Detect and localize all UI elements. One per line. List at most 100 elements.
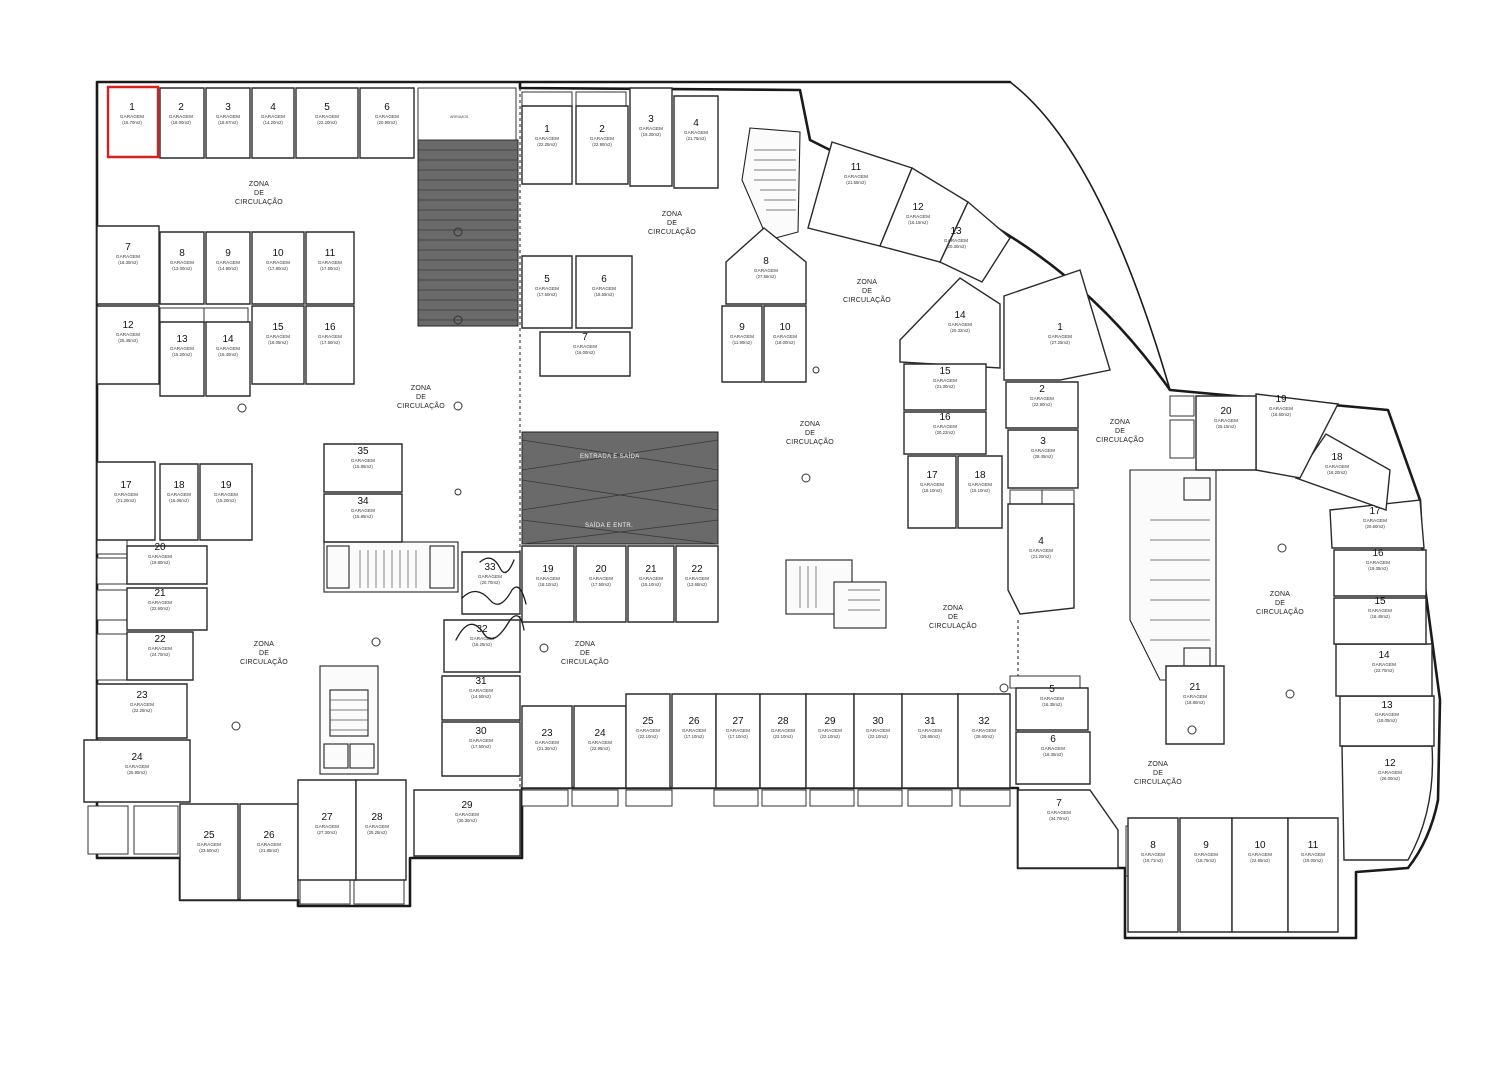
parking-spot-outline[interactable] [1127, 817, 1179, 933]
parking-spot-outline[interactable] [1231, 817, 1289, 933]
parking-spot-outline[interactable] [159, 87, 205, 159]
parking-spot-outline[interactable] [625, 693, 671, 789]
parking-spot-outline[interactable] [1015, 731, 1091, 785]
parking-spot-outline[interactable] [251, 305, 305, 385]
parking-spot-outline[interactable] [1007, 503, 1075, 615]
parking-spot-outline[interactable] [671, 693, 717, 789]
parking-spot-outline[interactable] [903, 411, 987, 455]
parking-spot-outline[interactable] [441, 675, 521, 721]
parking-spot-outline[interactable] [1179, 817, 1233, 933]
parking-spot-outline[interactable] [805, 693, 855, 789]
parking-spot-outline[interactable] [159, 463, 199, 541]
parking-spot-outline[interactable] [96, 683, 188, 739]
parking-spot-outline[interactable] [521, 255, 573, 329]
parking-spot-outline[interactable] [179, 803, 239, 901]
parking-spot-outline[interactable] [673, 95, 719, 189]
parking-spot-outline[interactable] [126, 631, 194, 681]
parking-spot-outline[interactable] [159, 231, 205, 305]
parking-spot-outline[interactable] [715, 693, 761, 789]
parking-spot-outline[interactable] [323, 493, 403, 543]
parking-spot-outline[interactable] [1165, 665, 1225, 745]
parking-spot-outline[interactable] [539, 331, 631, 377]
parking-spot-outline[interactable] [1287, 817, 1339, 933]
parking-spot-outline[interactable] [939, 200, 1011, 283]
parking-spot-outline[interactable] [1003, 269, 1111, 381]
parking-spot-outline[interactable] [575, 545, 627, 623]
parking-spot-outline[interactable] [83, 739, 191, 803]
parking-spot-outline[interactable] [899, 277, 1001, 369]
parking-spot-outline[interactable] [1017, 789, 1119, 869]
parking-spot-outline[interactable] [627, 545, 675, 623]
parking-spot-outline[interactable] [901, 693, 959, 789]
parking-spot-outline[interactable] [126, 587, 208, 631]
parking-spot-outline[interactable] [359, 87, 415, 159]
parking-spot-outline[interactable] [126, 545, 208, 585]
parking-spot-outline[interactable] [575, 105, 629, 185]
parking-spot-outline[interactable] [96, 461, 156, 541]
parking-spot-outline[interactable] [1333, 597, 1427, 645]
parking-spot-outline[interactable] [441, 721, 521, 777]
parking-spot-outline[interactable] [903, 363, 987, 411]
parking-spot-outline[interactable] [323, 443, 403, 493]
parking-spot-outline[interactable] [251, 231, 305, 305]
parking-spot-outline[interactable] [1007, 429, 1079, 489]
parking-spot-outline[interactable] [413, 789, 521, 857]
parking-spot-outline[interactable] [521, 105, 573, 185]
parking-spot-outline[interactable] [239, 803, 299, 901]
parking-spot-outline[interactable] [629, 87, 673, 187]
parking-spot-outline[interactable] [521, 545, 575, 623]
